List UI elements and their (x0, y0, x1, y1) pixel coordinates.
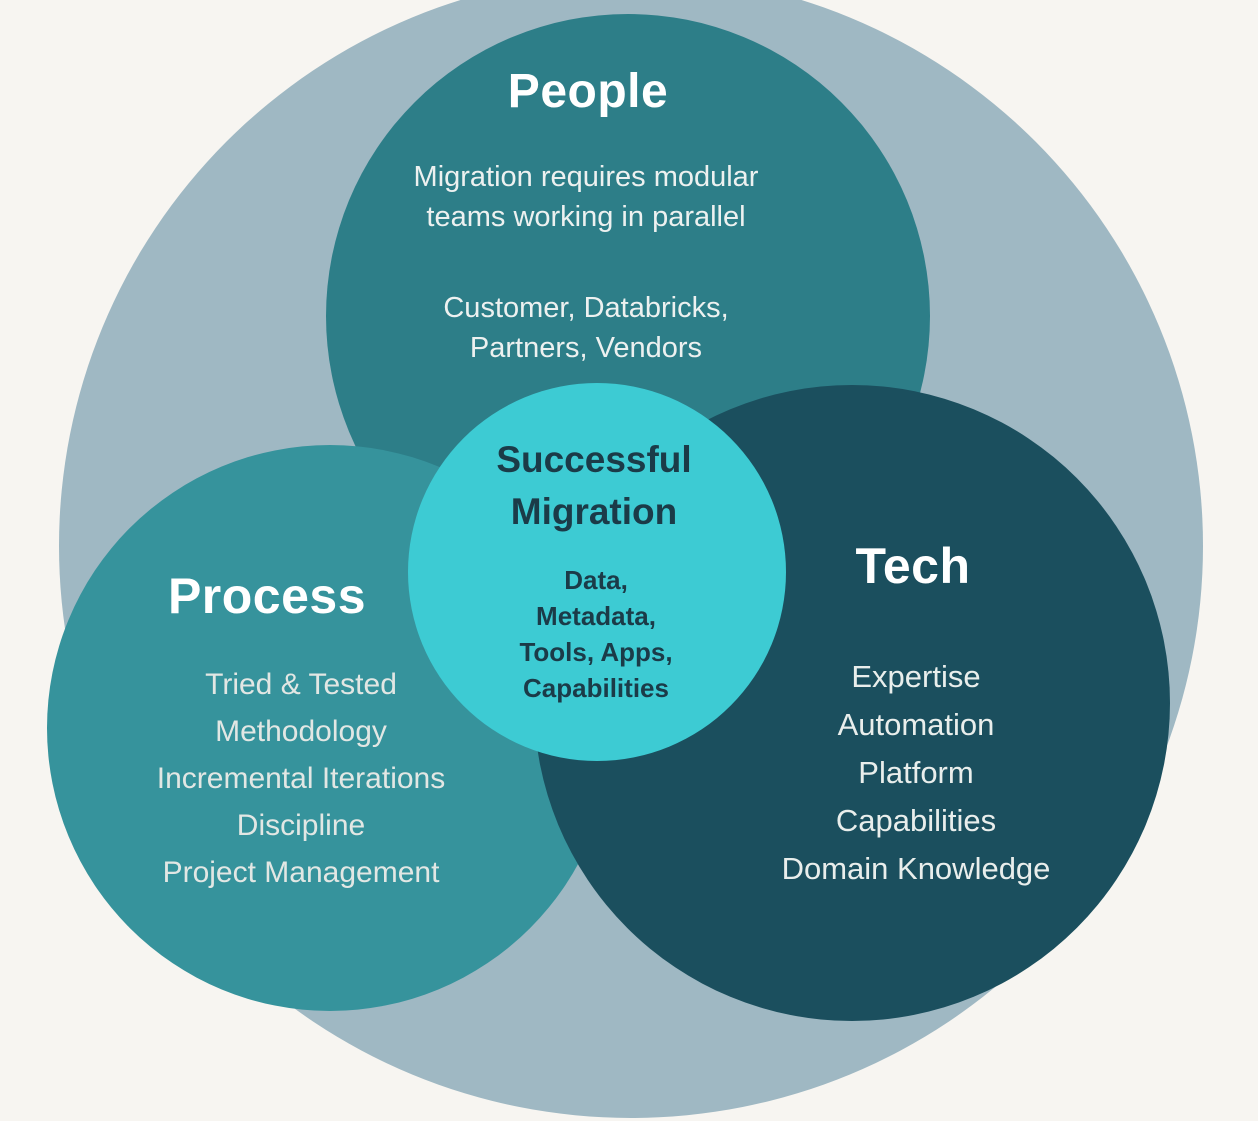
tech-item: Automation (837, 707, 995, 742)
center-title-line: Successful (496, 439, 692, 480)
center-item: Data, (564, 565, 628, 595)
tech-item: Platform (858, 755, 974, 790)
tech-item: Capabilities (835, 803, 997, 838)
tech-item: Domain Knowledge (781, 851, 1051, 886)
center-items: Data, Metadata, Tools, Apps, Capabilitie… (519, 562, 672, 706)
process-item: Incremental Iterations (156, 762, 446, 795)
process-item: Methodology (215, 715, 387, 748)
center-item: Tools, Apps, (519, 637, 673, 667)
center-item: Metadata, (536, 601, 656, 631)
process-item: Discipline (236, 809, 366, 842)
people-members-line: Customer, Databricks, (443, 292, 729, 324)
center-item: Capabilities (523, 673, 669, 703)
tech-title: Tech (855, 538, 971, 594)
process-items: Tried & Tested Methodology Incremental I… (157, 661, 445, 896)
people-description-line: teams working in parallel (426, 201, 746, 233)
center-title: Successful Migration (496, 434, 691, 538)
people-title: People (507, 65, 669, 118)
process-title: Process (167, 568, 367, 624)
center-circle (408, 383, 786, 761)
people-description-line: Migration requires modular (413, 161, 759, 193)
process-item: Project Management (162, 856, 440, 889)
center-title-line: Migration (510, 491, 678, 532)
tech-item: Expertise (851, 659, 981, 694)
people-members: Customer, Databricks, Partners, Vendors (443, 288, 728, 368)
people-description: Migration requires modular teams working… (414, 157, 759, 237)
tech-items: Expertise Automation Platform Capabiliti… (782, 653, 1051, 893)
people-members-line: Partners, Vendors (469, 332, 703, 364)
process-item: Tried & Tested (205, 668, 397, 701)
